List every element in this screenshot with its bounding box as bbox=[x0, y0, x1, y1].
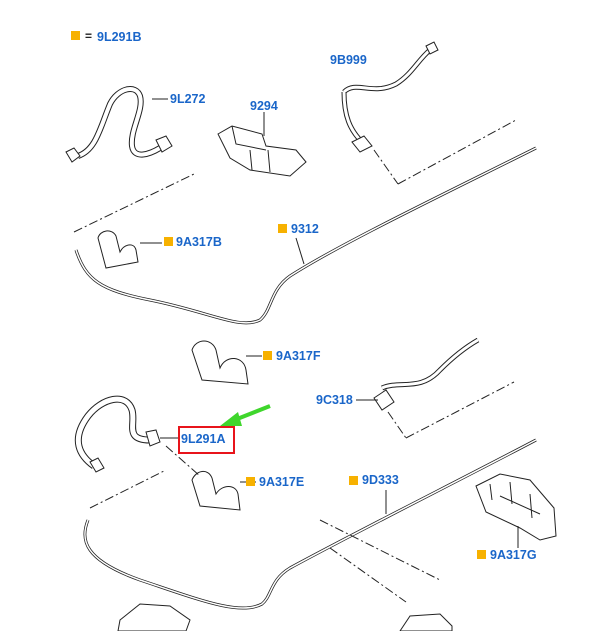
legend-marker-icon bbox=[71, 31, 80, 40]
hose-9L291A bbox=[74, 395, 178, 473]
label-9A317E[interactable]: 9A317E bbox=[259, 475, 305, 489]
marker-9A317B-icon bbox=[164, 237, 173, 246]
fuel-line-9312 bbox=[74, 146, 537, 325]
clip-9A317F bbox=[191, 340, 262, 385]
label-9C318[interactable]: 9C318 bbox=[316, 393, 353, 407]
marker-9A317E-icon bbox=[246, 477, 255, 486]
marker-9A317G-icon bbox=[477, 550, 486, 559]
label-9D333[interactable]: 9D333 bbox=[362, 473, 399, 487]
hose-9B999 bbox=[341, 41, 439, 153]
fuel-line-9D333 bbox=[83, 438, 537, 610]
legend-code: 9L291B bbox=[97, 30, 142, 44]
legend-equals: = bbox=[85, 29, 93, 43]
label-9L291A[interactable]: 9L291A bbox=[181, 432, 226, 446]
hose-9C318 bbox=[356, 337, 480, 411]
label-9294[interactable]: 9294 bbox=[250, 99, 278, 113]
label-9L272[interactable]: 9L272 bbox=[170, 92, 206, 106]
marker-9312-icon bbox=[278, 224, 287, 233]
label-9A317B[interactable]: 9A317B bbox=[176, 235, 222, 249]
arrow-pointer-icon bbox=[220, 404, 271, 426]
highlight-box bbox=[178, 426, 235, 454]
hose-9L272 bbox=[65, 86, 173, 163]
marker-9D333-icon bbox=[349, 476, 358, 485]
label-9312[interactable]: 9312 bbox=[291, 222, 319, 236]
label-9B999[interactable]: 9B999 bbox=[330, 53, 367, 67]
bottom-components bbox=[117, 603, 453, 631]
label-9A317F[interactable]: 9A317F bbox=[276, 349, 321, 363]
bracket-9294 bbox=[217, 112, 307, 177]
leader-lines bbox=[73, 119, 517, 603]
bracket-9A317G bbox=[475, 473, 557, 548]
label-9A317G[interactable]: 9A317G bbox=[490, 548, 537, 562]
marker-9A317F-icon bbox=[263, 351, 272, 360]
clip-9A317B bbox=[97, 230, 162, 269]
